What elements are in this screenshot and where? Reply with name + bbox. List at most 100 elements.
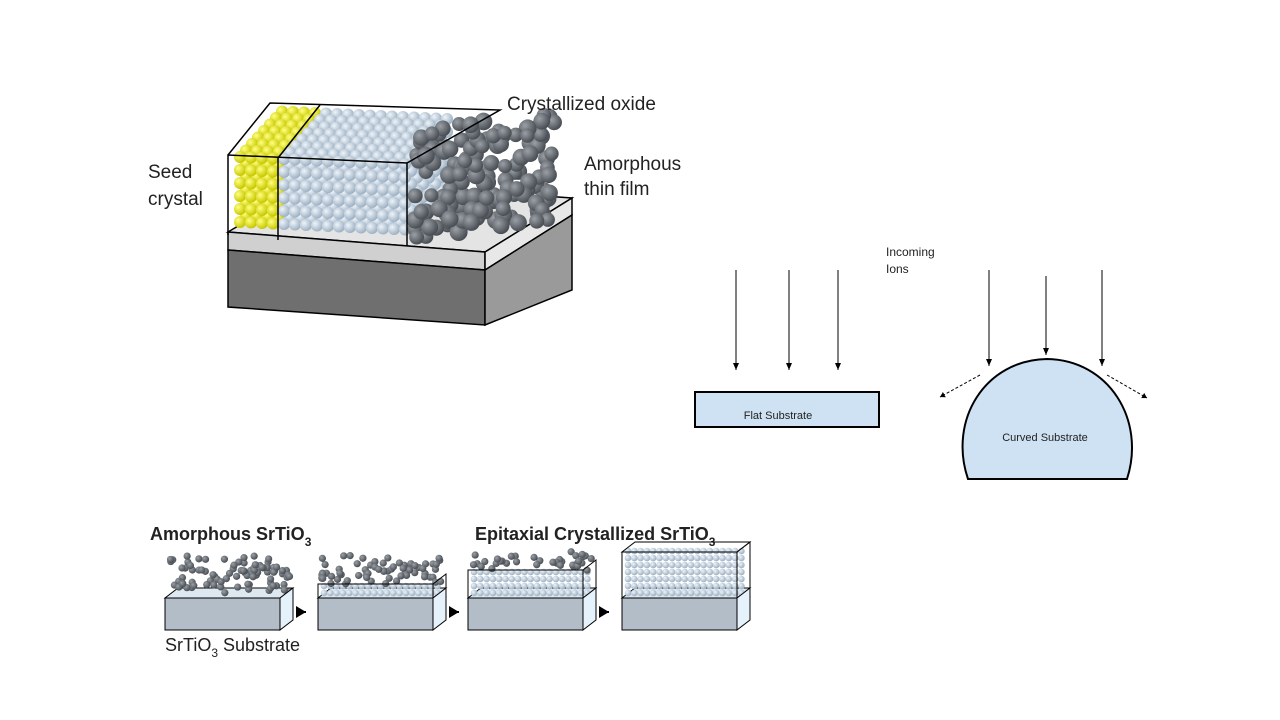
- amorphous-atom: [497, 125, 512, 140]
- crystal-atom: [675, 575, 682, 583]
- crystal-atom: [668, 582, 676, 590]
- crystal-atom: [649, 561, 657, 569]
- amorphous-atom: [575, 557, 583, 565]
- crystal-atom: [681, 561, 688, 569]
- crystal-atom: [719, 561, 726, 569]
- crystal-atom: [289, 166, 301, 179]
- amorphous-atom: [507, 552, 515, 560]
- crystal-atom: [355, 208, 367, 221]
- crystal-atom: [738, 575, 745, 583]
- crystal-atom: [552, 575, 560, 583]
- seed-atom: [256, 191, 268, 203]
- crystal-atom: [565, 575, 572, 583]
- amorphous-atom: [413, 204, 429, 220]
- amorphous-atom: [430, 200, 448, 218]
- substrate-side: [432, 586, 447, 632]
- seed-atom: [234, 190, 246, 202]
- ion-incidence-diagram: Incoming Ions Flat Substrate Curved Subs…: [694, 245, 1148, 480]
- crystal-atom: [675, 568, 682, 576]
- amorphous-atom: [217, 583, 225, 591]
- crystal-atom: [470, 589, 478, 597]
- crystal-atom: [399, 197, 411, 210]
- amorphous-atom: [411, 561, 419, 570]
- crystal-atom: [694, 575, 701, 583]
- amorphous-atom: [250, 552, 258, 560]
- crystal-atom: [656, 568, 663, 576]
- amorphous-atom: [420, 573, 429, 581]
- crystal-atom: [675, 589, 682, 597]
- substrate-front: [467, 597, 584, 631]
- crystal-atom: [533, 575, 541, 583]
- amorphous-atom: [384, 554, 392, 562]
- crystal-atom: [706, 554, 714, 562]
- crystal-atom: [383, 589, 391, 597]
- crystal-atom: [514, 589, 522, 597]
- crystal-atom: [571, 575, 579, 583]
- amorphous-atom: [451, 166, 468, 182]
- crystal-atom: [700, 575, 707, 583]
- amorphous-atom: [198, 566, 206, 574]
- crystal-atom: [700, 582, 707, 590]
- crystal-atom: [687, 582, 695, 590]
- amorphous-atom: [556, 561, 564, 569]
- amorphous-atom: [441, 140, 459, 158]
- crystal-atom: [694, 582, 701, 590]
- crystal-atom: [725, 582, 733, 590]
- substrate-dark-side: [484, 213, 573, 327]
- amorphous-atom: [509, 214, 527, 232]
- amorphous-atom: [371, 557, 379, 566]
- amorphous-atom: [397, 572, 405, 580]
- crystal-atom: [399, 158, 411, 171]
- crystal-atom: [344, 169, 356, 181]
- crystal-atom: [333, 589, 340, 597]
- crystal-atom: [300, 206, 312, 218]
- crystal-box-outline: [227, 102, 503, 246]
- crystal-atom: [278, 166, 290, 178]
- crystal-atom: [352, 589, 359, 597]
- amorphous-atom: [225, 569, 234, 577]
- crystal-atom: [366, 222, 378, 234]
- amorphous-atom: [497, 158, 513, 174]
- crystal-atom: [637, 554, 644, 562]
- crystal-atom: [470, 575, 478, 583]
- seed-atom: [234, 164, 246, 176]
- amorphous-atom: [220, 555, 229, 563]
- crystal-atom: [521, 589, 528, 597]
- amorphous-atom: [481, 557, 489, 566]
- amorphous-atom: [520, 128, 535, 143]
- crystal-atom: [311, 154, 323, 167]
- label-ions: Ions: [886, 262, 909, 276]
- seed-atom: [245, 164, 257, 177]
- amorphous-atom: [540, 166, 557, 184]
- amorphous-atom: [319, 574, 327, 583]
- crystal-atom: [725, 554, 733, 562]
- crystal-atom: [289, 179, 301, 192]
- seed-atom: [245, 190, 257, 203]
- crystal-atom: [712, 568, 720, 576]
- crystal-atom: [527, 582, 534, 590]
- amorphous-atom: [508, 181, 525, 197]
- crystal-atom: [662, 582, 670, 590]
- crystal-atom: [725, 575, 733, 583]
- sequence-step-4: [620, 540, 752, 632]
- crystal-atom: [687, 547, 695, 555]
- flat-substrate: [694, 391, 880, 428]
- amorphous-atom: [578, 550, 586, 558]
- amorphous-atom: [452, 117, 467, 132]
- crystal-atom: [377, 157, 389, 170]
- crystal-atom: [364, 589, 372, 597]
- amorphous-atom: [346, 552, 354, 560]
- crystal-atom: [712, 547, 720, 555]
- amorphous-atom: [272, 563, 281, 571]
- amorphous-atom: [222, 575, 230, 583]
- crystal-atom: [631, 554, 638, 562]
- crystal-atom: [706, 561, 714, 569]
- crystal-atom: [489, 589, 497, 597]
- amorphous-atom: [265, 555, 273, 563]
- crystal-atom: [514, 575, 522, 583]
- seed-atom: [234, 216, 246, 228]
- crystal-atom: [662, 568, 670, 576]
- crystal-atom: [719, 589, 726, 597]
- crystal-atom: [675, 582, 682, 590]
- amorphous-atom: [285, 572, 294, 581]
